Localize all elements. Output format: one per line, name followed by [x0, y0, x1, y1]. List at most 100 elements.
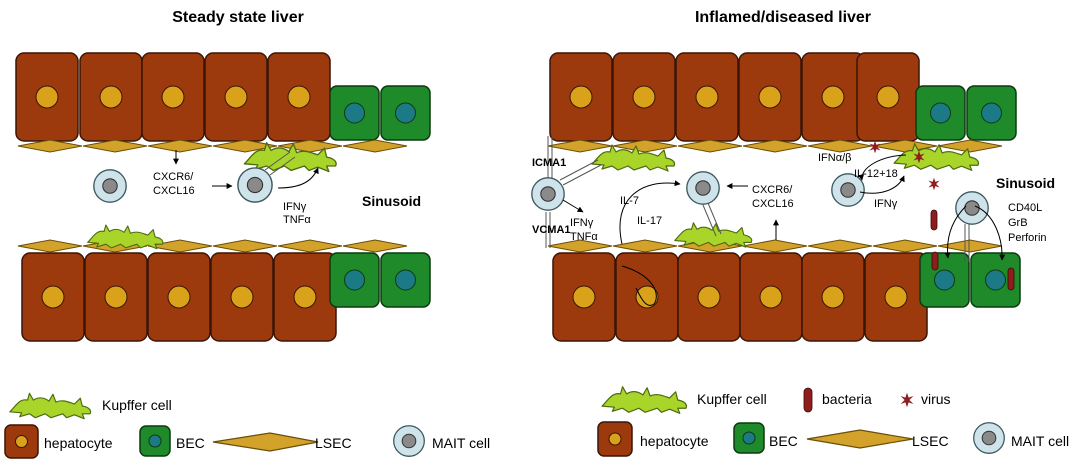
hepatocyte	[84, 252, 148, 342]
legend-bec-icon-right	[733, 422, 765, 454]
arrows	[173, 150, 319, 189]
bec	[915, 85, 966, 141]
bacteria-icon	[1007, 267, 1015, 291]
lsec	[147, 239, 213, 253]
legend-mait-label-right: MAIT cell	[1011, 433, 1069, 449]
hepatocyte	[615, 252, 679, 342]
legend-bacteria-icon	[803, 387, 813, 413]
ifng-label-left: IFNγ	[570, 217, 594, 229]
legend-kupffer-label-right: Kupffer cell	[697, 391, 767, 407]
lsec	[82, 139, 148, 153]
legend-lsec-icon-right	[806, 429, 914, 449]
hepatocyte	[273, 252, 337, 342]
cxcr6-label-right: CXCR6/	[752, 184, 793, 196]
lsec	[212, 139, 278, 153]
mait-cell	[955, 191, 989, 225]
legend-hepatocyte-label: hepatocyte	[44, 435, 113, 451]
lsec	[742, 239, 808, 253]
hepatocyte	[738, 52, 802, 142]
lsec	[807, 139, 873, 153]
legend-kupffer-icon-right	[601, 386, 688, 414]
lsec	[547, 239, 613, 253]
kupffer-cell	[87, 224, 164, 250]
hepatocyte	[141, 52, 205, 142]
icma1-label: ICMA1	[532, 157, 566, 169]
legend-hepatocyte-label-right: hepatocyte	[640, 433, 709, 449]
ifng-label-right: IFNγ	[874, 198, 898, 210]
legend-bec-label-right: BEC	[769, 433, 798, 449]
hepatocyte	[856, 52, 920, 142]
ifnab-label: IFNα/β	[818, 152, 851, 164]
hepatocyte	[612, 52, 676, 142]
cd40l-label: CD40L	[1008, 202, 1042, 214]
lsec	[872, 239, 938, 253]
lsec	[937, 239, 1003, 253]
il7-label: IL-7	[620, 195, 639, 207]
lsec	[807, 239, 873, 253]
hepatocyte	[677, 252, 741, 342]
cxcl16-label-right: CXCL16	[752, 198, 794, 210]
tnfa-label-left: TNFα	[570, 231, 598, 243]
ifng-label: IFNγ	[283, 201, 307, 213]
mait-cell	[531, 177, 565, 211]
hepatocyte	[739, 252, 803, 342]
perforin-label: Perforin	[1008, 232, 1047, 244]
hepatocyte	[549, 52, 613, 142]
bacteria-icon	[930, 209, 938, 231]
il17-label: IL-17	[637, 215, 662, 227]
kupffer-cell	[674, 222, 753, 248]
legend-mait-icon-right	[973, 422, 1005, 454]
hepatocyte	[267, 52, 331, 142]
arrows-right	[562, 154, 1006, 306]
hepatocyte	[801, 52, 865, 142]
mait-cell	[93, 169, 127, 203]
legend-bec-label: BEC	[176, 435, 205, 451]
legend-kupffer-label: Kupffer cell	[102, 397, 172, 413]
hepatocyte	[801, 252, 865, 342]
legend-bec-icon	[139, 425, 171, 457]
lsec	[277, 239, 343, 253]
legend-hepatocyte-icon	[4, 424, 39, 459]
bec	[329, 252, 380, 308]
bec-cells	[329, 85, 1021, 308]
vcma1-label: VCMA1	[532, 224, 571, 236]
hepatocyte	[79, 52, 143, 142]
lsec	[937, 139, 1003, 153]
lsec	[17, 139, 83, 153]
adhesion-lines-right	[545, 136, 970, 262]
legend-lsec-label-right: LSEC	[912, 433, 949, 449]
lsec	[17, 239, 83, 253]
hepatocyte	[210, 252, 274, 342]
hepatocyte-cells	[15, 52, 928, 342]
bec	[380, 85, 431, 141]
left-panel-title: Steady state liver	[172, 9, 304, 26]
lsec	[147, 139, 213, 153]
legend-lsec-icon	[212, 432, 319, 452]
lsec	[342, 239, 408, 253]
bacteria-group	[930, 209, 1015, 291]
bec	[919, 252, 970, 308]
bec	[380, 252, 431, 308]
lsec	[547, 139, 613, 153]
bec	[970, 252, 1021, 308]
bacteria-icon	[931, 251, 939, 271]
lsec-cells	[17, 139, 1003, 253]
legend-hepatocyte-icon-right	[597, 421, 633, 457]
legend-lsec-label: LSEC	[315, 435, 352, 451]
hepatocyte	[864, 252, 928, 342]
hepatocyte	[552, 252, 616, 342]
sinusoid-label-right: Sinusoid	[996, 175, 1055, 191]
grb-label: GrB	[1008, 217, 1028, 229]
legend-mait-label: MAIT cell	[432, 435, 490, 451]
cxcr6-label: CXCR6/	[153, 171, 194, 183]
lsec	[742, 139, 808, 153]
hepatocyte	[204, 52, 268, 142]
tnfa-label: TNFα	[283, 214, 311, 226]
hepatocyte	[675, 52, 739, 142]
mait-cell	[237, 167, 273, 203]
hepatocyte	[147, 252, 211, 342]
hepatocyte	[21, 252, 85, 342]
legend-mait-icon	[393, 425, 425, 457]
adhesion-lines	[264, 151, 296, 176]
